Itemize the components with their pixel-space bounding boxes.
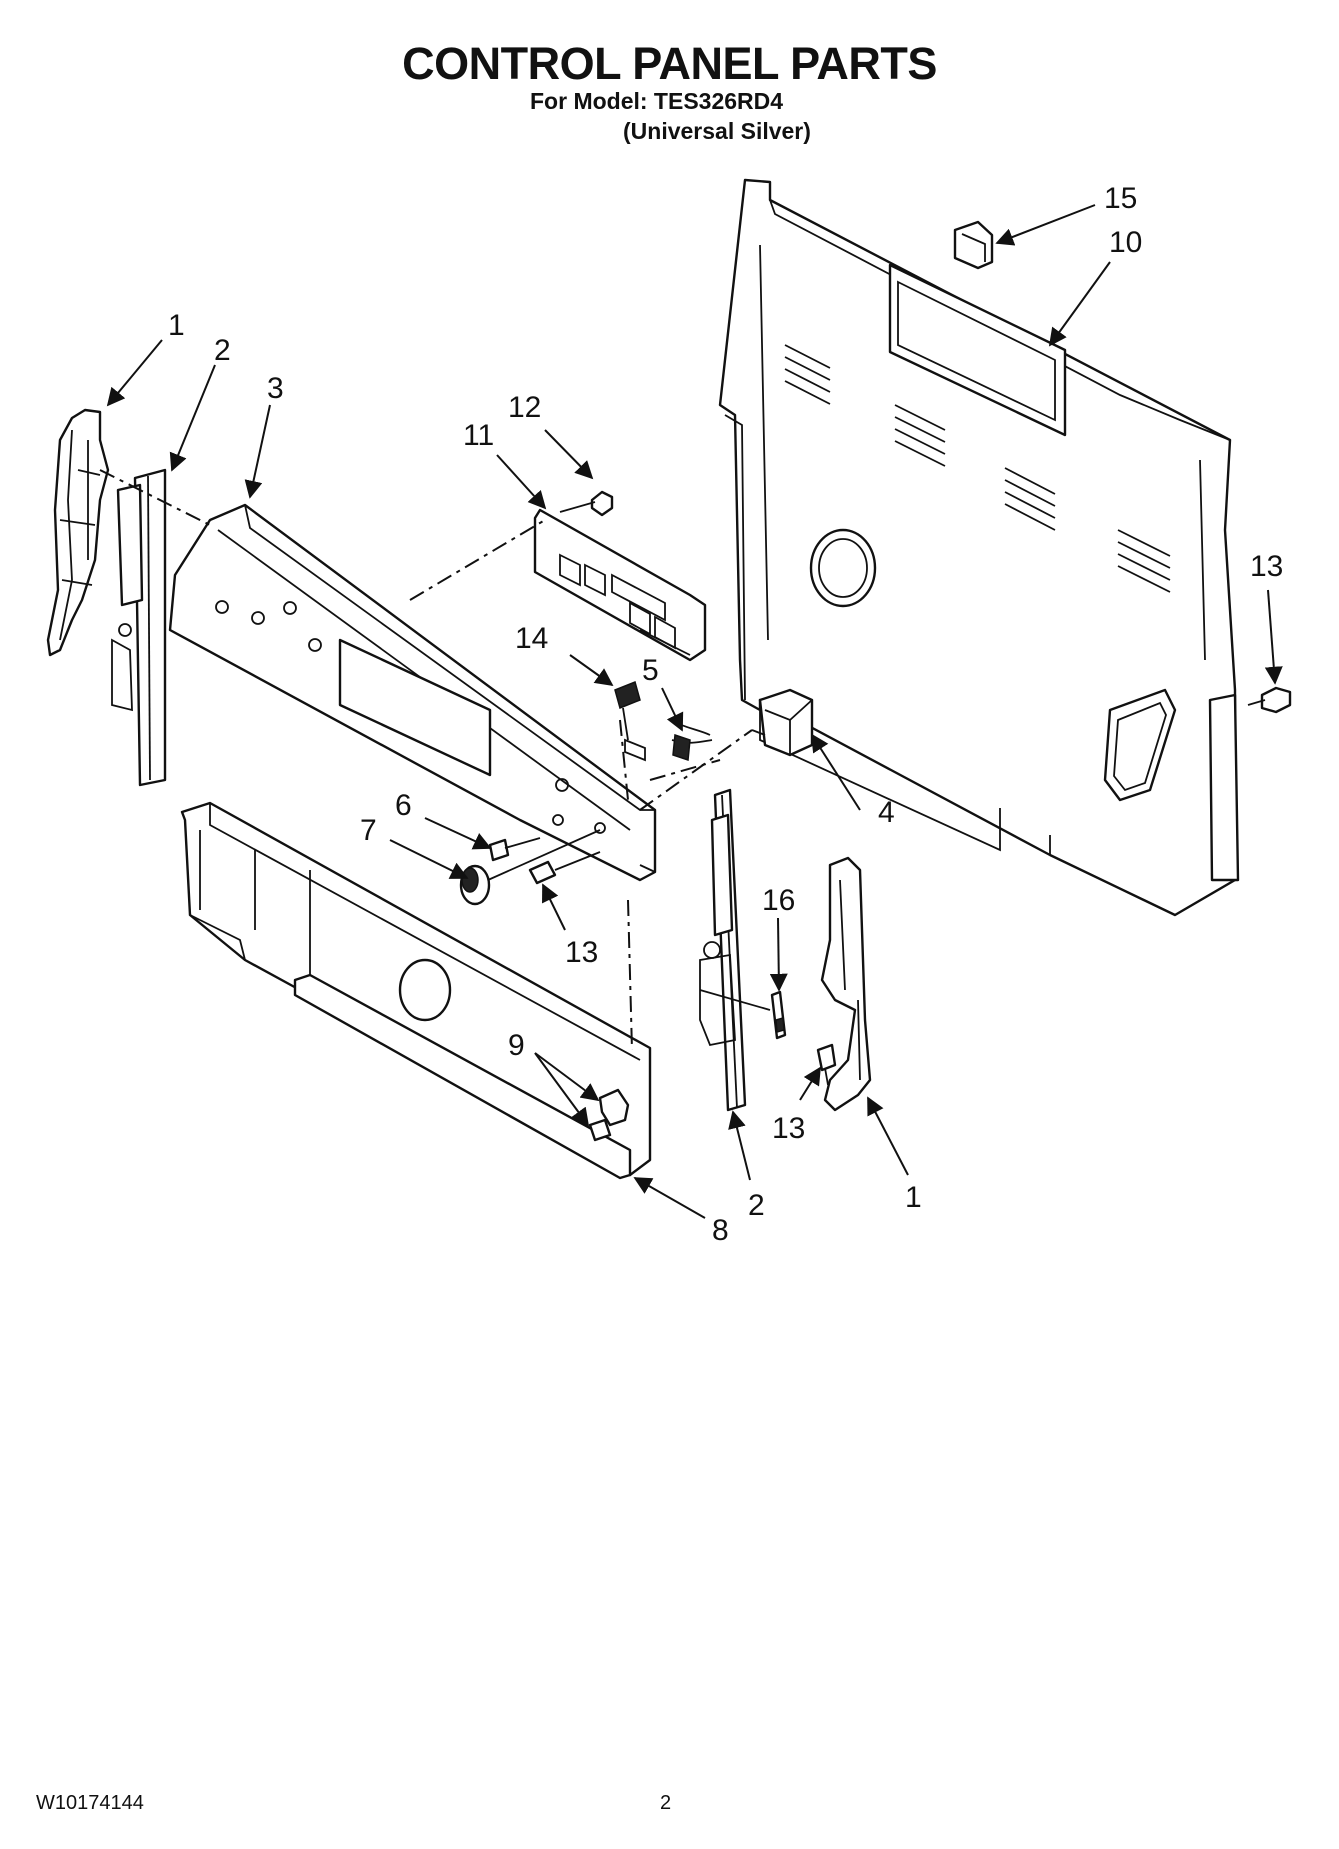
part-16-clip — [770, 990, 787, 1040]
part-1-left-end-cap — [46, 408, 110, 657]
part-13-screw-middle — [528, 851, 601, 885]
part-5-wire-harness — [669, 719, 713, 762]
part-3-control-panel — [168, 503, 657, 882]
callout-4: 4 — [878, 796, 895, 829]
part-6-screw — [488, 837, 541, 862]
page-number: 2 — [660, 1792, 672, 1814]
part-8-lower-panel — [180, 801, 652, 1180]
leader-lines — [106, 204, 1283, 1219]
callout-13-lower: 13 — [772, 1112, 805, 1145]
callout-5: 5 — [642, 654, 659, 687]
callout-2-right: 2 — [748, 1189, 765, 1222]
callout-3: 3 — [267, 372, 284, 405]
part-14-switch — [614, 680, 641, 741]
document-number: W10174144 — [36, 1792, 144, 1814]
variant-line: (Universal Silver) — [623, 118, 811, 144]
callout-1-right: 1 — [905, 1181, 922, 1214]
part-10-rear-panel — [718, 178, 1240, 917]
part-11-control-module — [533, 508, 707, 662]
part-2-left-bracket — [111, 468, 167, 787]
part-2-right-bracket — [699, 788, 771, 1112]
callout-6: 6 — [395, 789, 412, 822]
page-title: CONTROL PANEL PARTS — [402, 38, 937, 89]
callout-9: 9 — [508, 1029, 525, 1062]
part-15-clip — [953, 220, 994, 270]
model-line: For Model: TES326RD4 — [530, 88, 784, 114]
callout-2-left: 2 — [214, 334, 231, 367]
callout-16: 16 — [762, 884, 795, 917]
part-13-screw-lower — [816, 1043, 837, 1086]
callout-1-left: 1 — [168, 309, 185, 342]
assembly-lines — [99, 469, 753, 1051]
part-12-screw — [559, 490, 614, 517]
callout-11: 11 — [463, 419, 494, 452]
callout-8: 8 — [712, 1214, 729, 1247]
part-1-right-end-cap — [820, 856, 872, 1112]
part-4-infinite-switch — [751, 688, 814, 757]
part-13-screw-right — [1247, 686, 1292, 714]
callout-10: 10 — [1109, 226, 1142, 259]
callout-labels: 1 2 3 11 12 15 10 13 14 5 4 6 7 13 16 9 … — [168, 182, 1283, 1247]
callout-14: 14 — [515, 622, 548, 655]
callout-12: 12 — [508, 391, 541, 424]
callout-13-middle: 13 — [565, 936, 598, 969]
callout-13-right: 13 — [1250, 550, 1283, 583]
callout-15: 15 — [1104, 182, 1137, 215]
rear-panel-vents — [784, 344, 1171, 593]
callout-7: 7 — [360, 814, 377, 847]
